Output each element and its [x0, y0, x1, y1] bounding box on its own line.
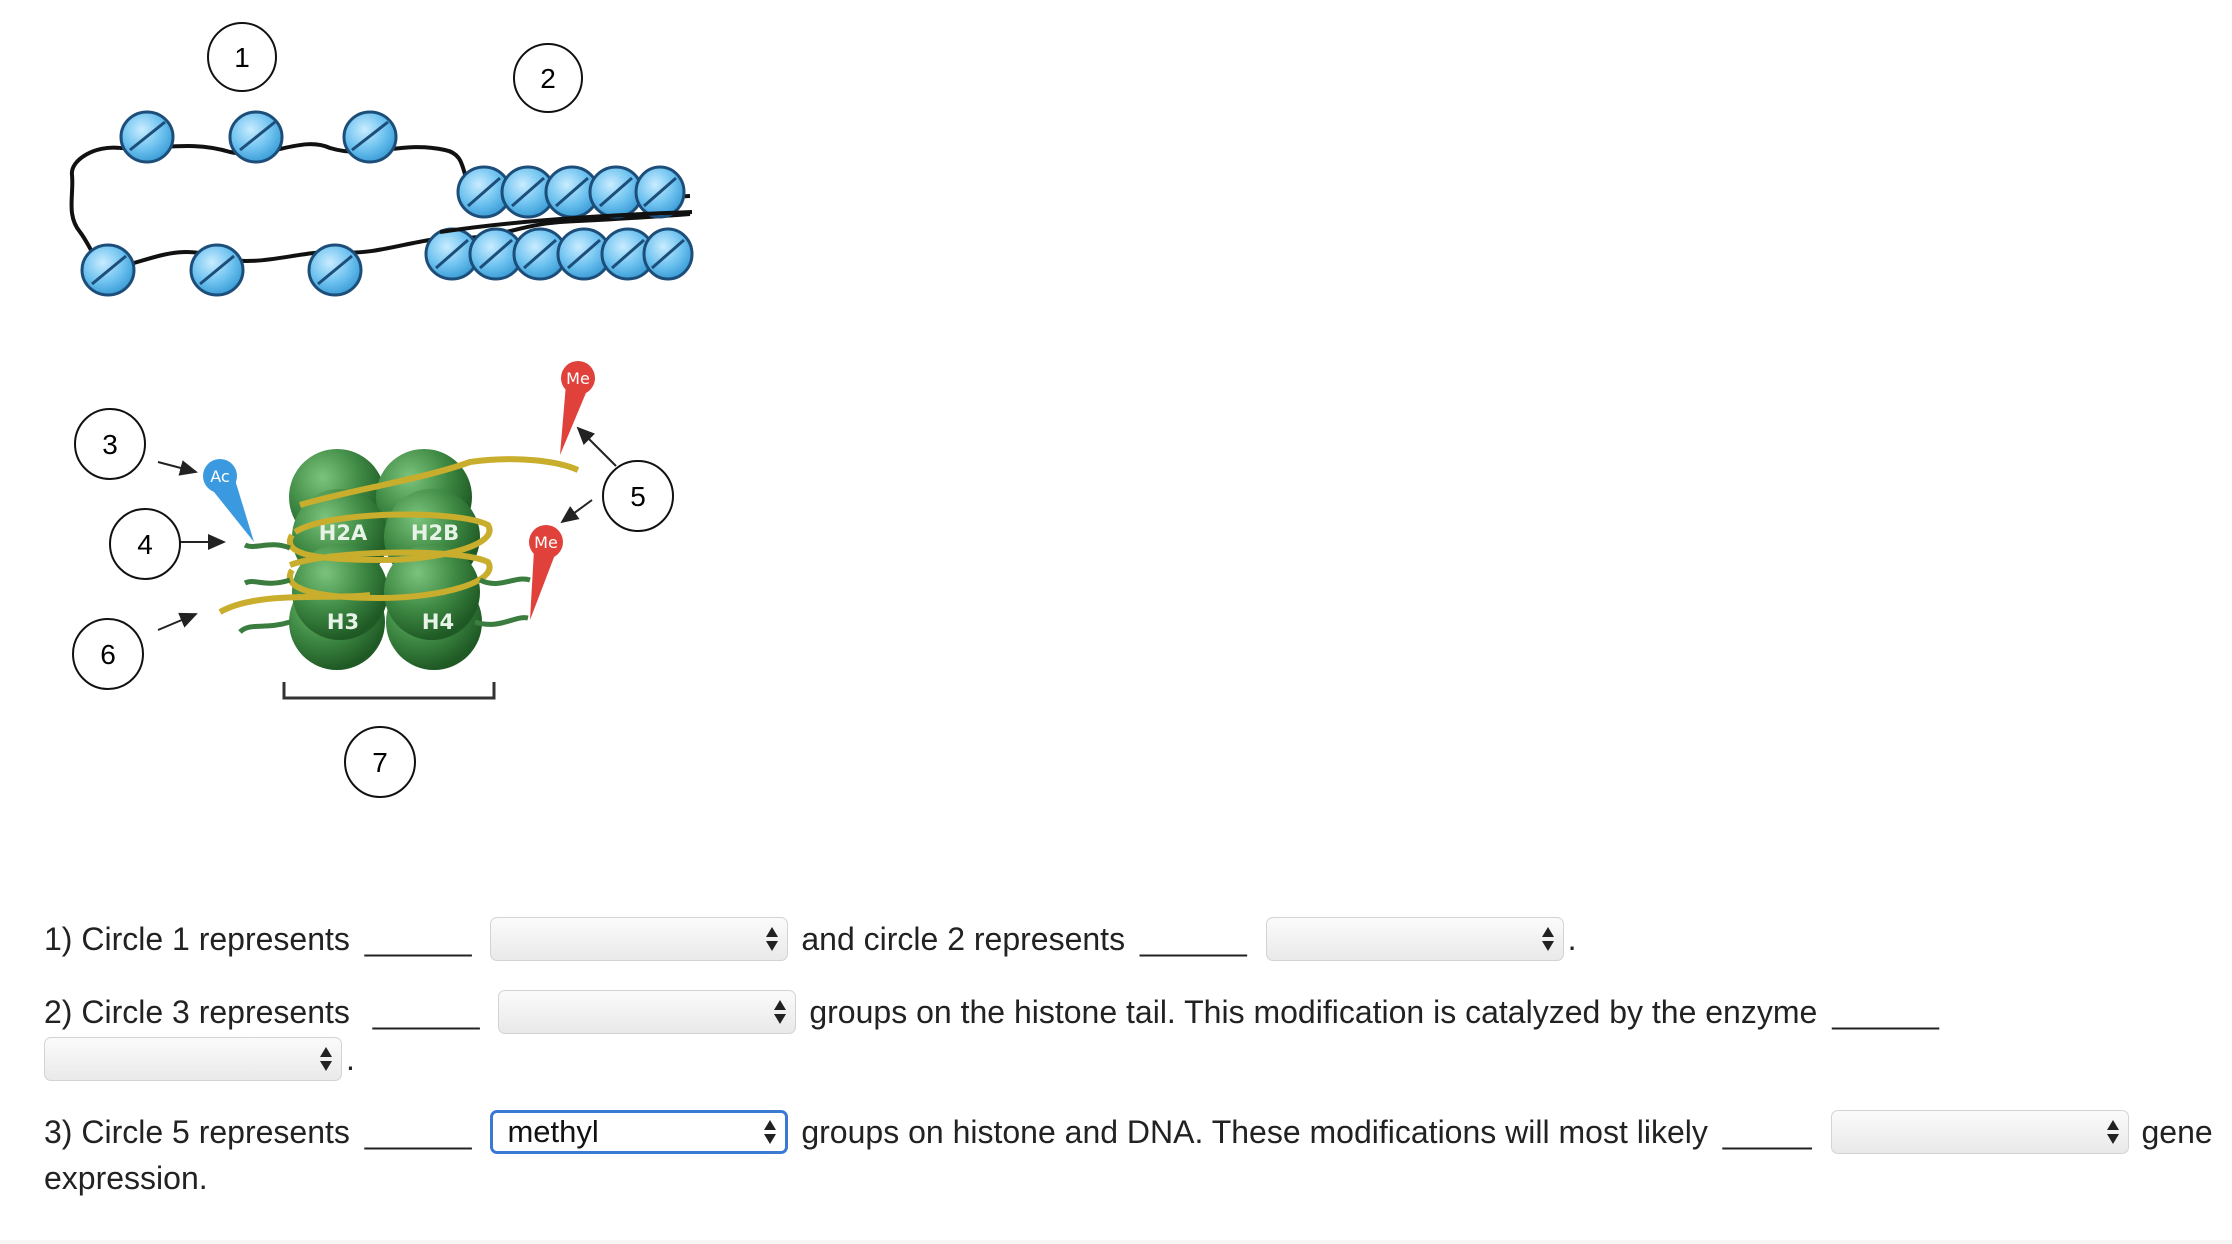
circle-label-2: 2 — [513, 43, 583, 113]
svg-text:2: 2 — [540, 63, 556, 94]
select-arrows-icon — [2106, 1119, 2119, 1144]
q2-blank: ______ — [372, 993, 480, 1030]
q3-select-2[interactable] — [1830, 1109, 2129, 1154]
select-arrows-icon — [1541, 926, 1554, 951]
question-1: 1) Circle 1 represents ______ and circle… — [44, 913, 2204, 962]
circle-label-4: 4 — [109, 508, 181, 580]
chromatin-figure-svg: 1 2 H2A H2B H3 H4 Ac — [69, 22, 694, 798]
q1-blank-2: ______ — [1139, 920, 1247, 957]
svg-text:H3: H3 — [327, 610, 359, 634]
circle-label-6: 6 — [72, 618, 144, 690]
svg-text:Me: Me — [566, 369, 590, 388]
circle-label-7: 7 — [344, 726, 416, 798]
question-3: 3) Circle 5 represents ______ methyl gro… — [44, 1106, 2213, 1155]
q3-text-part3: gene — [2141, 1113, 2213, 1150]
q2-text-part2: groups on the histone tail. This modific… — [809, 993, 1818, 1030]
q3-select-1-value: methyl — [507, 1113, 599, 1149]
select-arrows-icon — [764, 1119, 777, 1144]
select-arrows-icon — [766, 926, 779, 951]
q3-text-part2: groups on histone and DNA. These modific… — [801, 1113, 1708, 1150]
svg-text:Me: Me — [534, 533, 558, 552]
q3-line2: expression. — [44, 1159, 208, 1196]
euchromatin-nucleosomes — [80, 110, 398, 297]
select-arrows-icon — [320, 1046, 332, 1071]
dna-strand — [69, 145, 691, 273]
q3-blank-2: _____ — [1722, 1113, 1812, 1150]
q1-end: . — [1567, 920, 1577, 957]
q1-text-part2: and circle 2 represents — [801, 920, 1126, 957]
question-3-line-2: expression. — [44, 1152, 2204, 1201]
chromatin-diagram: 1 2 H2A H2B H3 H4 Ac — [0, 0, 760, 820]
q3-blank: ______ — [364, 1113, 472, 1150]
pointer-arrows — [157, 426, 617, 631]
svg-text:H2A: H2A — [319, 521, 368, 545]
methyl-group-2: Me — [529, 525, 563, 620]
octamer-bracket — [282, 682, 496, 700]
svg-text:5: 5 — [630, 481, 646, 512]
svg-text:7: 7 — [372, 747, 388, 778]
svg-text:H4: H4 — [422, 610, 454, 634]
circle-label-1: 1 — [207, 22, 277, 92]
q1-select-1[interactable] — [490, 916, 789, 961]
q3-text-part1: 3) Circle 5 represents — [44, 1113, 350, 1150]
q1-select-2[interactable] — [1265, 916, 1564, 961]
select-arrows-icon — [774, 999, 787, 1024]
q2-end: . — [346, 1040, 355, 1077]
methyl-group-1: Me — [560, 361, 595, 455]
dna-wrap — [218, 456, 580, 615]
acetyl-group: Ac — [203, 459, 254, 542]
q2-select-2[interactable] — [44, 1036, 342, 1081]
svg-text:4: 4 — [137, 529, 153, 560]
svg-text:Ac: Ac — [210, 467, 229, 486]
q3-select-1[interactable]: methyl — [490, 1109, 789, 1154]
q1-text-part1: 1) Circle 1 represents — [44, 920, 350, 957]
histone-tails — [238, 542, 531, 634]
q2-text-part1: 2) Circle 3 represents — [44, 993, 350, 1030]
question-2-line-2: . — [44, 1033, 2204, 1082]
svg-text:3: 3 — [102, 429, 118, 460]
q2-select-1[interactable] — [498, 989, 797, 1034]
q1-blank: ______ — [364, 920, 472, 957]
question-2: 2) Circle 3 represents ______ groups on … — [44, 986, 2204, 1035]
heterochromatin-nucleosomes — [424, 165, 694, 281]
svg-text:6: 6 — [100, 639, 116, 670]
svg-text:1: 1 — [234, 42, 250, 73]
q2-blank-2: ______ — [1832, 993, 1939, 1030]
svg-text:H2B: H2B — [411, 521, 459, 545]
circle-label-3: 3 — [74, 408, 146, 480]
circle-label-5: 5 — [602, 460, 674, 532]
footer-divider — [0, 1240, 2232, 1244]
